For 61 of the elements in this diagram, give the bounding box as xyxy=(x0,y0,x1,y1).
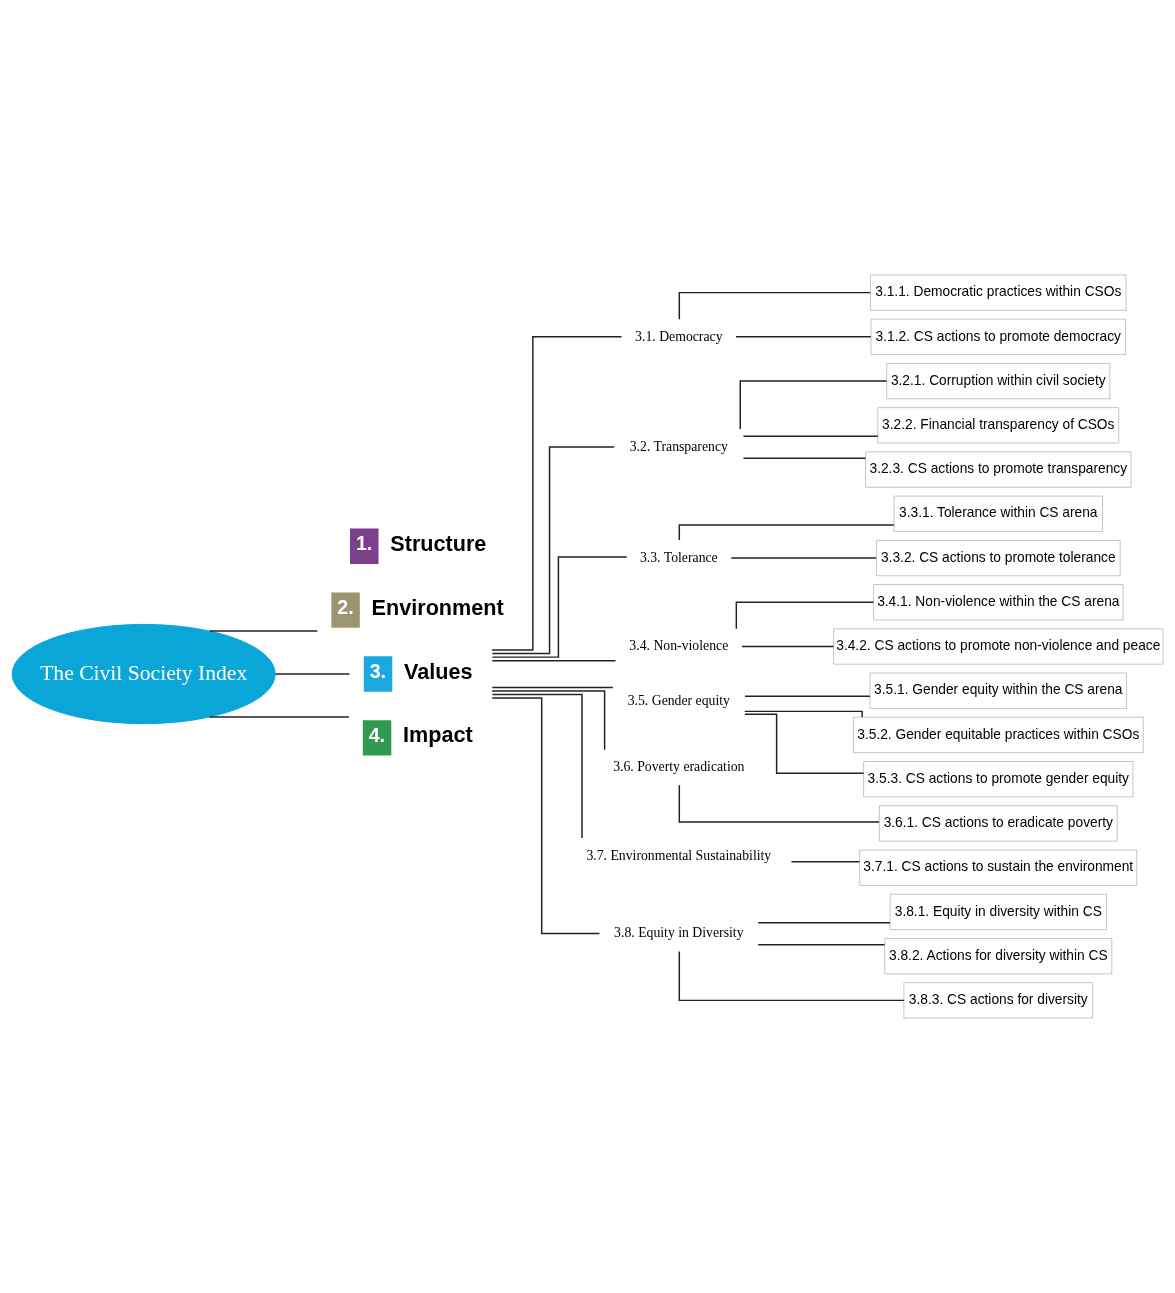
node-box: 1. xyxy=(350,528,379,564)
node-box: 3.8.1. Equity in diversity within CS xyxy=(889,893,1107,930)
node-text: 3.4. Non-violence xyxy=(629,638,729,654)
node-box: 3.8.3. CS actions for diversity xyxy=(903,982,1093,1019)
node-box: 3.1.1. Democratic practices within CSOs xyxy=(870,274,1127,311)
node-label: Environment xyxy=(371,594,504,620)
node-text: 3.2. Transparency xyxy=(629,438,728,454)
node-box: 3.2.3. CS actions to promote transparency xyxy=(865,451,1132,488)
connector xyxy=(735,601,875,630)
connector xyxy=(678,784,880,823)
node-text: 3.6. Poverty eradication xyxy=(613,759,745,775)
node-text: 3.1. Democracy xyxy=(635,328,723,344)
connector xyxy=(739,380,888,430)
connector xyxy=(208,630,319,632)
node-box: 3.5.2. Gender equitable practices within CSOs xyxy=(853,717,1144,753)
node-box: 3.3.1. Tolerance within CS arena xyxy=(893,495,1103,532)
connector xyxy=(678,950,905,1002)
connector xyxy=(274,673,351,675)
node-box: 3.1.2. CS actions to promote democracy xyxy=(870,318,1126,355)
connector xyxy=(491,693,583,839)
connector xyxy=(744,695,871,697)
connector xyxy=(742,457,867,459)
connector xyxy=(757,944,886,946)
connector xyxy=(735,336,872,338)
connector xyxy=(491,686,614,689)
node-box: 3.5.1. Gender equity within the CS arena xyxy=(869,672,1127,709)
node-box: 2. xyxy=(331,592,360,628)
connector xyxy=(491,697,601,935)
node-box: 3.7.1. CS actions to sustain the environment xyxy=(859,849,1138,886)
node-box: 3.5.3. CS actions to promote gender equity xyxy=(863,761,1134,798)
node-box: 3.3.2. CS actions to promote tolerance xyxy=(876,540,1121,576)
connector xyxy=(491,690,606,751)
node-box: 3.4.1. Non-violence within the CS arena xyxy=(873,584,1124,621)
connector xyxy=(741,645,835,648)
node-box: 3.8.2. Actions for diversity within CS xyxy=(884,938,1113,975)
connector xyxy=(744,710,863,718)
node-label: Impact xyxy=(403,722,473,748)
node-text: 3.8. Equity in Diversity xyxy=(614,925,744,941)
node-box: 4. xyxy=(362,720,392,756)
connector xyxy=(208,716,350,718)
node-box: 3.6.1. CS actions to eradicate poverty xyxy=(879,805,1118,842)
connector xyxy=(730,557,877,559)
connector xyxy=(742,435,879,437)
node-box: 3. xyxy=(363,656,393,692)
node-box: 3.2.1. Corruption within civil society xyxy=(886,363,1111,400)
connector xyxy=(790,861,861,863)
node-text: 3.5. Gender equity xyxy=(627,693,730,709)
node-ellipse: The Civil Society Index xyxy=(11,623,276,725)
connector xyxy=(491,336,623,651)
connector xyxy=(757,922,891,924)
node-label: Structure xyxy=(390,530,487,556)
node-label: Values xyxy=(404,658,473,684)
connector xyxy=(744,713,865,775)
connector xyxy=(491,556,628,658)
node-box: 3.4.2. CS actions to promote non-violence and peace xyxy=(833,628,1164,665)
node-text: 3.7. Environmental Sustainability xyxy=(586,847,772,863)
node-text: 3.3. Tolerance xyxy=(639,549,718,565)
connector xyxy=(678,291,872,320)
node-box: 3.2.2. Financial transparency of CSOs xyxy=(877,407,1119,444)
connector xyxy=(491,446,615,655)
connector xyxy=(491,659,617,662)
